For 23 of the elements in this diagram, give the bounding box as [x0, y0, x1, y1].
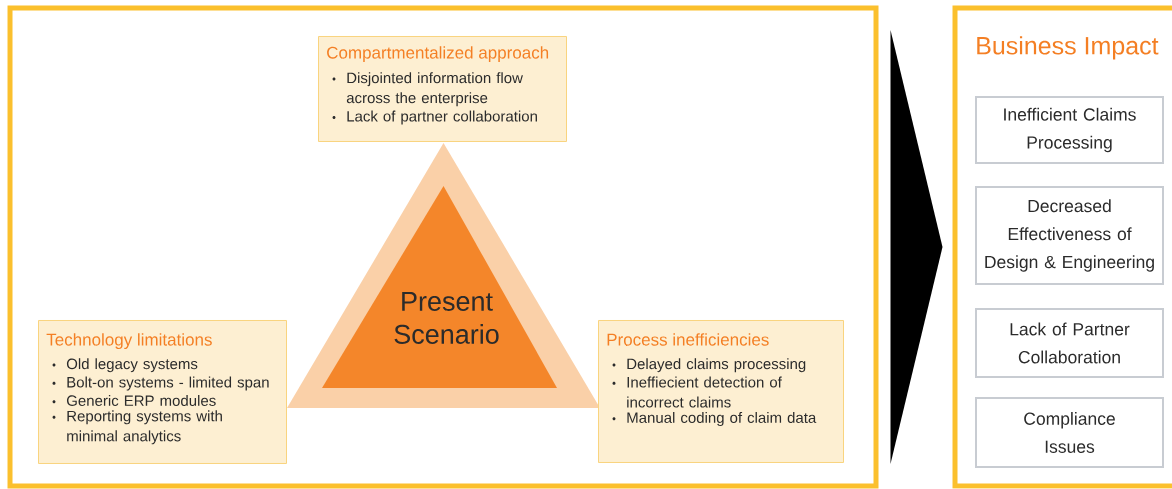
bullet-item: Disjointed information flow across the enterprise — [346, 72, 523, 107]
box-heading: Compartmentalized approach — [327, 46, 549, 63]
panel-heading: Business Impact — [977, 36, 1159, 60]
bullet-item: Ineffiecient detection of incorrect claims — [627, 376, 782, 408]
bullet-item: Reporting systems with minimal analytics — [67, 410, 222, 445]
impact-box: Lack of Partner Collaboration — [975, 308, 1164, 378]
text-box — [598, 320, 844, 463]
bullet-item: Manual coding of claim data — [627, 412, 817, 426]
panel-frame — [7, 5, 879, 489]
bullet-item: Old legacy systems — [66, 358, 198, 373]
impact-box: Decreased Effectiveness of Design & Engineering — [975, 186, 1164, 285]
box-heading: Process inefficiencies — [607, 333, 769, 346]
triangle: Present Scenario — [287, 143, 600, 408]
bullet-item: Lack of partner collaboration — [347, 110, 537, 125]
text-box — [38, 320, 287, 464]
impact-box: Inefficient Claims Processing — [975, 96, 1164, 164]
panel-frame — [952, 5, 1172, 489]
impact-box: Compliance Issues — [975, 397, 1164, 468]
bullet-item: Bolt-on systems - limited span — [67, 376, 269, 391]
box-heading: Technology limitations — [46, 333, 212, 350]
bullet-item: Generic ERP modules — [66, 394, 216, 406]
text-box — [318, 36, 567, 142]
bullet-item: Delayed claims processing — [627, 358, 806, 373]
